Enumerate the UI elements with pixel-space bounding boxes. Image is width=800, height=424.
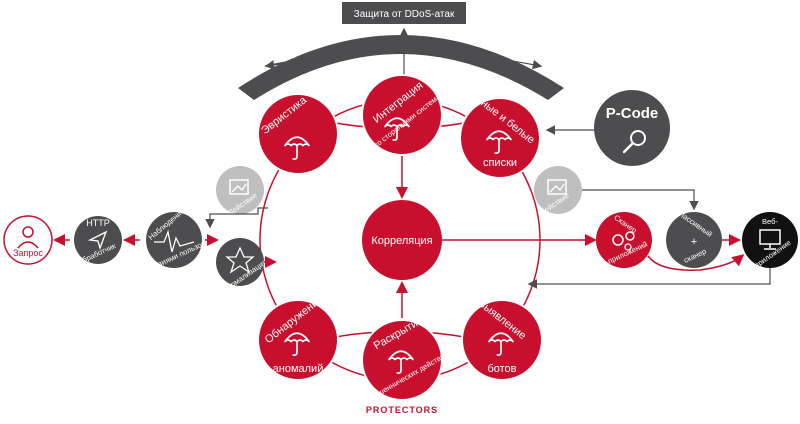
module-heuristics[interactable]: Эвристика: [257, 93, 339, 175]
request-node[interactable]: Запрос: [3, 215, 53, 265]
module-bots[interactable]: Выявление ботов: [461, 297, 543, 381]
action-right-node[interactable]: Действие: [534, 166, 582, 217]
star-icon: [225, 246, 255, 274]
bots-subtitle: ботов: [487, 363, 516, 375]
top-arc-label-box: [342, 2, 466, 24]
action-left-node[interactable]: Действие: [216, 166, 264, 217]
chart-icon-line: [231, 183, 247, 193]
magnifier-icon: [622, 130, 646, 154]
ring-to-action-left: [205, 207, 268, 229]
top-arc-band: [238, 35, 564, 100]
protectors-label-bg: [354, 402, 450, 416]
arc-double-arrow: [264, 51, 543, 70]
pcode-node[interactable]: P-Code: [594, 90, 670, 166]
module-correlation[interactable]: Корреляция: [362, 200, 442, 280]
scanner-to-webapp: [647, 254, 745, 271]
send-icon: [87, 230, 108, 251]
module-anomalies[interactable]: Обнаружение аномалий: [257, 293, 339, 381]
pulse-icon: [154, 229, 195, 253]
action-right-to-passive: [582, 189, 699, 211]
lists-subtitle: списки: [483, 157, 517, 169]
chart-icon: [547, 179, 567, 195]
gears-icon: [612, 231, 635, 251]
arc-double-arrow-left: [264, 51, 401, 70]
chart-icon: [229, 179, 249, 195]
arc-top-label: Защита от DDoS-атак: [354, 9, 455, 20]
module-integration[interactable]: Интеграция со сторонними системами: [361, 74, 449, 156]
webapp-node[interactable]: Веб- приложение: [742, 212, 798, 270]
monitor-icon: [759, 229, 781, 250]
module-fraud[interactable]: Раскрытие мошеннических действий: [361, 315, 450, 403]
module-lists[interactable]: Черные и белые списки: [459, 85, 541, 179]
passive-plus: +: [691, 236, 697, 248]
webapp-title: Веб-: [762, 217, 778, 226]
http-title: HTTP: [86, 218, 110, 228]
passive-scanner-node[interactable]: Пассивный + сканер: [666, 209, 722, 268]
scanner-node[interactable]: Сканер веб-приложений: [593, 212, 652, 272]
http-node[interactable]: HTTP обработчик: [74, 216, 122, 266]
correlation-label: Корреляция: [371, 235, 432, 247]
protectors-label: PROTECTORS: [366, 405, 438, 415]
request-label: Запрос: [13, 248, 43, 258]
chart-icon-line: [549, 183, 565, 193]
user-icon: [17, 226, 39, 249]
pcode-label: P-Code: [606, 105, 659, 122]
anomalies-subtitle: аномалий: [273, 363, 324, 375]
webapp-return-arrow: [527, 268, 771, 289]
